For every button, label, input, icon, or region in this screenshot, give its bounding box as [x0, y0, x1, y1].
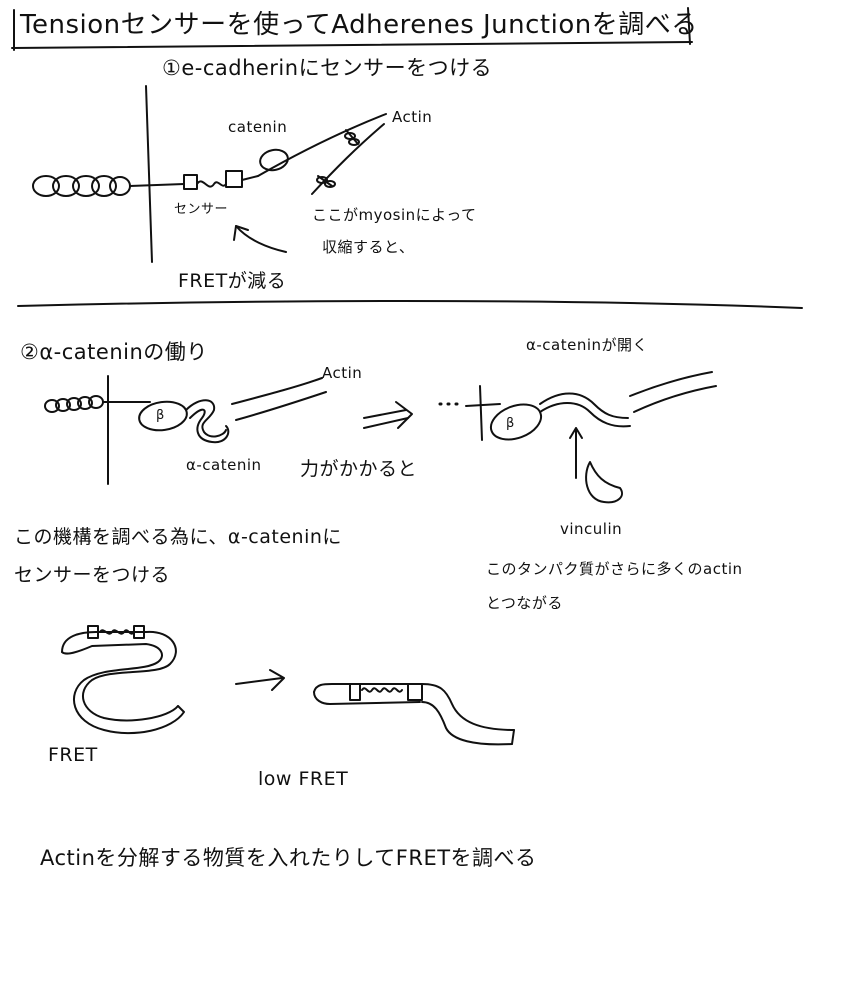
vinculin-note-line1: このタンパク質がさらに多くのactin — [486, 560, 743, 578]
catenin-blob — [259, 148, 289, 172]
myosin-note-line2: 収縮すると、 — [322, 238, 415, 256]
beta-catenin-blob — [138, 400, 188, 432]
cadherin-tail-3 — [465, 403, 501, 407]
label-force: 力がかかると — [300, 458, 418, 480]
label-alpha-catenin: α-catenin — [186, 456, 262, 474]
alpha-catenin-open — [539, 392, 631, 428]
vinculin-shape — [585, 461, 623, 504]
sensor-module-1 — [183, 170, 259, 190]
vinculin-arrow — [569, 427, 583, 479]
label-sensor: センサー — [174, 202, 229, 217]
force-arrow — [363, 401, 413, 429]
fret-high-construct — [61, 625, 185, 735]
actin-filament-2b — [235, 391, 327, 421]
actin-filament-1b — [311, 123, 385, 195]
alpha-catenin-closed — [185, 399, 230, 444]
cadherin-tail — [129, 183, 185, 187]
section2-heading: ②α-cateninの働り — [20, 340, 208, 364]
cadherin-domains-2 — [44, 395, 104, 413]
title-box — [11, 7, 693, 51]
label-beta: β — [156, 408, 165, 423]
label-opens: α-cateninが開く — [526, 336, 649, 354]
label-vinculin: vinculin — [560, 520, 623, 538]
actin-filament-2a — [231, 377, 323, 405]
fret-arrowhead-1 — [233, 225, 249, 241]
fret-low-construct — [313, 683, 515, 746]
actin-filament-3b — [633, 385, 717, 413]
section1-heading: ①e-cadherinにセンサーをつける — [162, 56, 493, 80]
section-divider — [17, 300, 803, 309]
myosin-links — [316, 129, 360, 188]
label-low-fret: low FRET — [258, 768, 349, 790]
myosin-note-line1: ここがmyosinによって — [312, 206, 477, 224]
label-catenin: catenin — [228, 118, 288, 136]
mechanism-line1: この機構を調べる為に、α-cateninに — [14, 526, 342, 548]
label-fret-decrease: FRETが減る — [178, 270, 287, 292]
vinculin-note-line2: とつながる — [486, 594, 563, 612]
conclusion: Actinを分解する物質を入れたりしてFRETを調べる — [40, 846, 537, 870]
fret-transition-arrow — [235, 669, 285, 691]
label-beta-2: β — [506, 416, 515, 431]
membrane-line-3 — [479, 385, 483, 441]
cadherin-domains — [32, 175, 131, 197]
beta-catenin-blob-2 — [489, 403, 543, 441]
membrane-line-1 — [145, 85, 153, 263]
label-fret: FRET — [48, 744, 98, 766]
page-title: Tensionセンサーを使ってAdherenes Junctionを調べる — [20, 10, 698, 40]
fret-arrow-1 — [235, 225, 287, 253]
actin-filament-3a — [629, 371, 713, 397]
label-actin-2: Actin — [322, 364, 363, 382]
actin-filament-1a — [257, 113, 387, 177]
label-actin-1: Actin — [392, 108, 433, 126]
mechanism-line2: センサーをつける — [14, 564, 171, 586]
